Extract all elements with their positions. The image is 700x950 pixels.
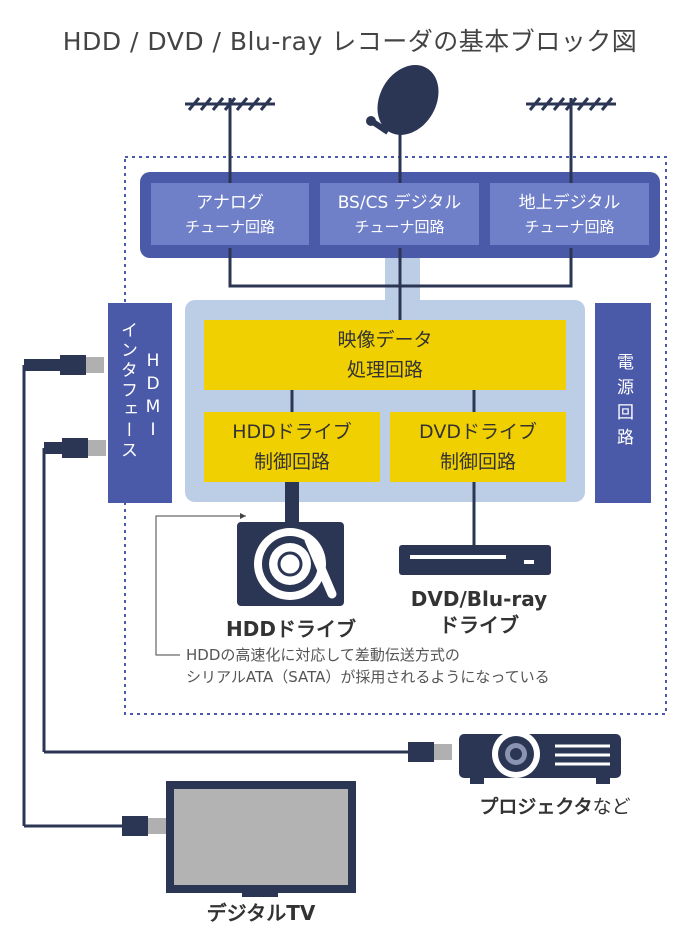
- hdd-control-line2: 制御回路: [253, 451, 330, 473]
- video-processing-line2: 処理回路: [346, 359, 423, 381]
- dvd-control-line1: DVDドライブ: [419, 421, 537, 443]
- power-circuit: 電源回路: [595, 303, 651, 503]
- recorder-boundary: [124, 156, 667, 715]
- bs-cs-tuner-name: BS/CS デジタル: [337, 193, 462, 213]
- tv-icon: [166, 781, 356, 897]
- terrestrial-tuner-name: 地上デジタル: [518, 193, 621, 213]
- dvd-control-circuit: DVDドライブ 制御回路: [390, 412, 566, 482]
- diagram-title: HDD / DVD / Blu-ray レコーダの基本ブロック図: [62, 27, 638, 56]
- video-processing-circuit: 映像データ 処理回路: [204, 320, 566, 390]
- hdmi-plug-icon: [408, 742, 452, 762]
- video-processing-line1: 映像データ: [337, 329, 433, 351]
- terrestrial-tuner-sub: チューナ回路: [524, 218, 615, 236]
- satellite-dish-icon: [366, 65, 439, 135]
- sata-note: HDDの高速化に対応して差動伝送方式の シリアルATA（SATA）が採用されるよ…: [186, 644, 656, 688]
- terrestrial-tuner: 地上デジタル チューナ回路: [490, 183, 649, 245]
- antenna-icon: [185, 97, 275, 111]
- hdd-control-line1: HDDドライブ: [232, 421, 352, 443]
- optical-drive-icon: [399, 545, 551, 575]
- dvd-control-line2: 制御回路: [439, 451, 516, 473]
- hdmi-plug-icon: [24, 355, 104, 375]
- projector-icon: [459, 730, 621, 784]
- hdmi-plug-icon: [122, 816, 166, 836]
- projector-label: プロジェクタなど: [430, 792, 680, 819]
- hard-disk-icon: [237, 522, 344, 606]
- analog-tuner-sub: チューナ回路: [184, 218, 275, 236]
- dvd-drive-label: DVD/Blu-ray ドライブ: [384, 586, 574, 638]
- core-background: [385, 255, 420, 305]
- antenna-icon: [526, 97, 616, 111]
- dvd-drive-label-line2: ドライブ: [439, 613, 519, 637]
- projector-label-normal: など: [592, 796, 631, 818]
- analog-tuner-name: アナログ: [196, 193, 264, 213]
- hdmi-interface: HDMI インタフェース: [108, 303, 172, 503]
- hdd-control-circuit: HDDドライブ 制御回路: [204, 412, 380, 482]
- hdd-drive-label: HDDドライブ: [226, 617, 356, 641]
- hdmi-plug-icon: [44, 438, 106, 458]
- analog-tuner: アナログ チューナ回路: [151, 183, 309, 245]
- dvd-drive-label-line1: DVD/Blu-ray: [410, 587, 548, 611]
- hdmi-interface-col1: HDMI: [143, 351, 163, 443]
- projector-label-bold: プロジェクタ: [479, 796, 593, 818]
- hdmi-interface-col2: インタフェース: [117, 321, 137, 461]
- sata-note-line1: HDDの高速化に対応して差動伝送方式の: [186, 646, 460, 664]
- sata-note-line2: シリアルATA（SATA）が採用されるようになっている: [186, 668, 550, 686]
- bs-cs-tuner: BS/CS デジタル チューナ回路: [320, 183, 479, 245]
- bs-cs-tuner-sub: チューナ回路: [354, 218, 445, 236]
- power-circuit-label: 電源回路: [613, 353, 633, 453]
- note-bracket: [155, 515, 246, 656]
- tv-label: デジタルTV: [206, 901, 316, 925]
